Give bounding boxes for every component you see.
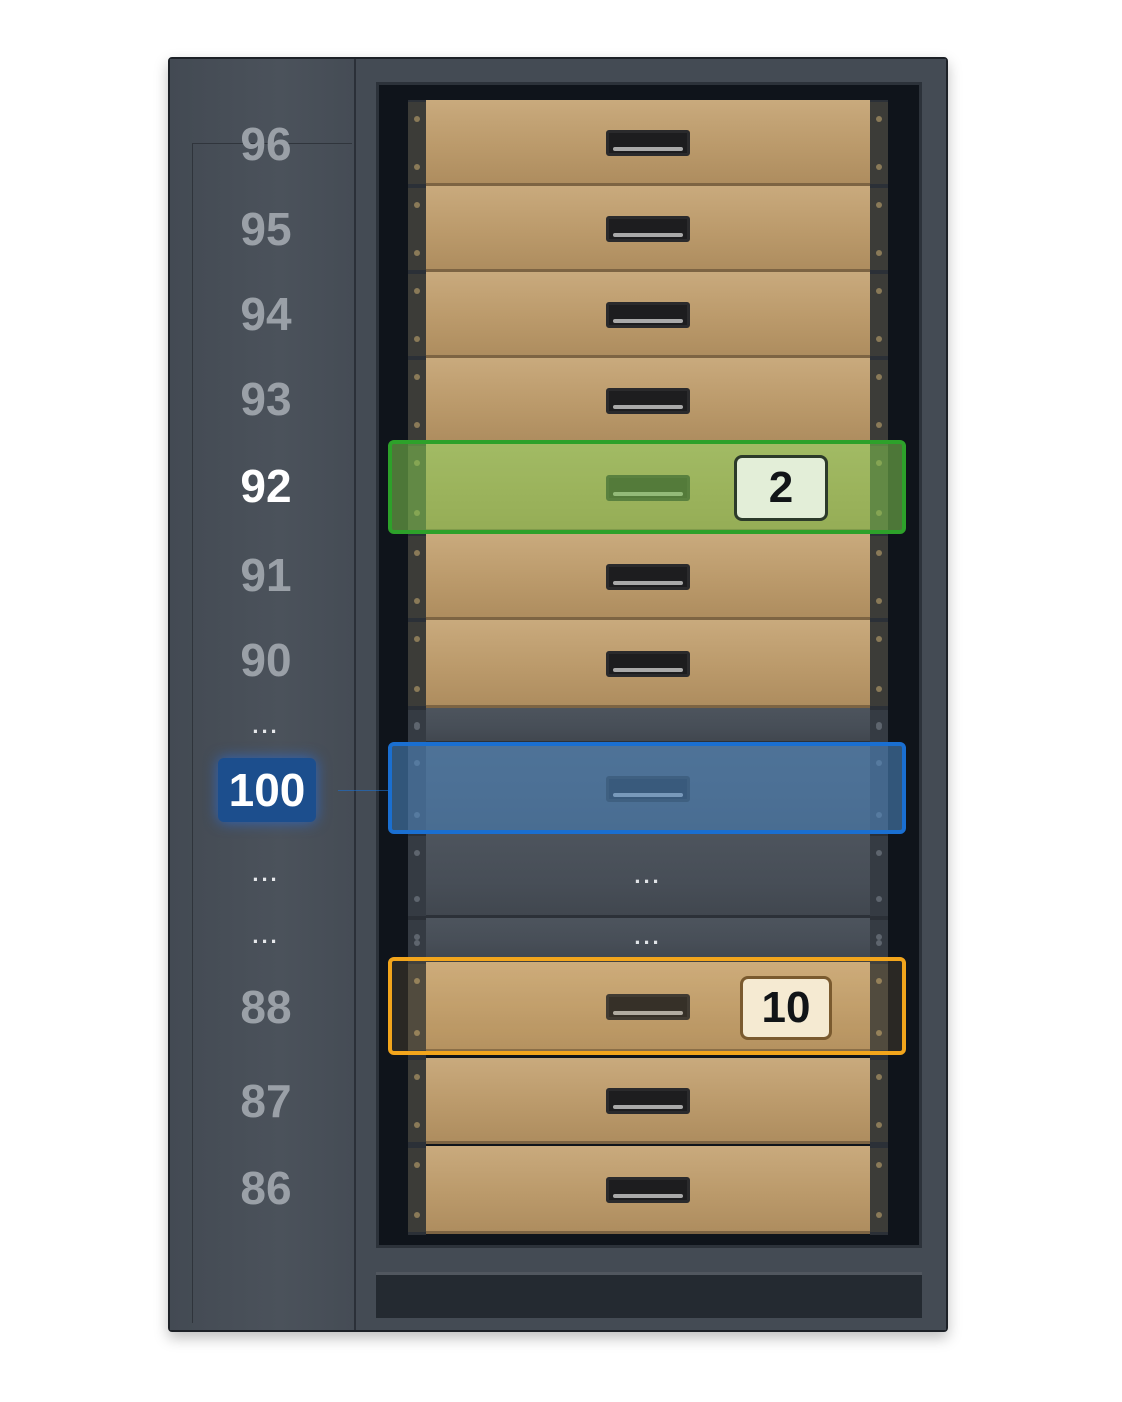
unit-label-ellipsis: ...	[252, 861, 280, 886]
mounting-ear	[870, 920, 888, 960]
drawer-handle[interactable]	[606, 994, 690, 1020]
drawer-u90[interactable]	[408, 620, 888, 708]
drawer-u87[interactable]	[408, 1058, 888, 1144]
unit-label-88: 88	[240, 981, 292, 1033]
mounting-ear	[408, 622, 426, 706]
mounting-ear	[870, 188, 888, 270]
mounting-ear	[408, 710, 426, 742]
mounting-ear	[408, 102, 426, 184]
unit-label-91: 91	[240, 549, 292, 601]
drawer-u93[interactable]	[408, 358, 888, 444]
unit-count-badge: 10	[740, 976, 832, 1040]
mounting-ear	[408, 188, 426, 270]
mounting-ear	[408, 836, 426, 916]
unit-label-90: 90	[240, 634, 292, 686]
mounting-ear	[408, 920, 426, 960]
drawer-handle[interactable]	[606, 388, 690, 414]
drawer-u96[interactable]	[408, 100, 888, 186]
drawer-u95[interactable]	[408, 186, 888, 272]
unit-label-100: 100	[218, 758, 316, 822]
mounting-ear	[408, 964, 426, 1050]
unit-label-ellipsis: ...	[252, 713, 280, 738]
drawer-handle[interactable]	[606, 216, 690, 242]
panel-divider-vertical	[192, 143, 193, 1323]
mounting-ear	[870, 536, 888, 618]
drawer-handle[interactable]	[606, 651, 690, 677]
drawer-handle[interactable]	[606, 302, 690, 328]
mounting-ear	[870, 1148, 888, 1232]
selection-highlight-blue	[388, 742, 906, 834]
leader-line	[338, 790, 388, 791]
mounting-ear	[870, 622, 888, 706]
mounting-ear	[408, 1148, 426, 1232]
mounting-ear	[870, 836, 888, 916]
unit-label-92: 92	[240, 460, 292, 512]
drawer-handle[interactable]	[606, 130, 690, 156]
unit-label-94: 94	[240, 288, 292, 340]
mounting-ear	[408, 360, 426, 442]
drawer-u91[interactable]	[408, 534, 888, 620]
mounting-ear	[870, 274, 888, 356]
mounting-ear	[408, 536, 426, 618]
mounting-ear	[870, 964, 888, 1050]
blank-panel	[426, 834, 870, 918]
empty-slot	[408, 834, 888, 918]
blank-panel	[426, 708, 870, 744]
mounting-ear	[408, 1060, 426, 1142]
rack-ellipsis: ...	[634, 924, 662, 949]
unit-label-87: 87	[240, 1075, 292, 1127]
mounting-ear	[870, 102, 888, 184]
unit-count-badge: 2	[734, 455, 828, 521]
rack-plinth	[376, 1272, 922, 1318]
unit-label-96: 96	[240, 118, 292, 170]
mounting-ear	[408, 274, 426, 356]
mounting-ear	[870, 710, 888, 742]
rack-ellipsis: ...	[634, 863, 662, 888]
unit-label-panel	[170, 59, 357, 1330]
mounting-ear	[870, 360, 888, 442]
drawer-handle[interactable]	[606, 564, 690, 590]
unit-label-95: 95	[240, 203, 292, 255]
empty-slot	[408, 708, 888, 744]
drawer-handle[interactable]	[606, 1177, 690, 1203]
drawer-u94[interactable]	[408, 272, 888, 358]
mounting-ear	[870, 1060, 888, 1142]
drawer-handle[interactable]	[606, 1088, 690, 1114]
unit-label-93: 93	[240, 373, 292, 425]
selection-highlight-green	[388, 440, 906, 534]
unit-label-86: 86	[240, 1162, 292, 1214]
unit-label-ellipsis: ...	[252, 923, 280, 948]
panel-divider-horizontal	[192, 143, 352, 144]
drawer-u86[interactable]	[408, 1146, 888, 1234]
